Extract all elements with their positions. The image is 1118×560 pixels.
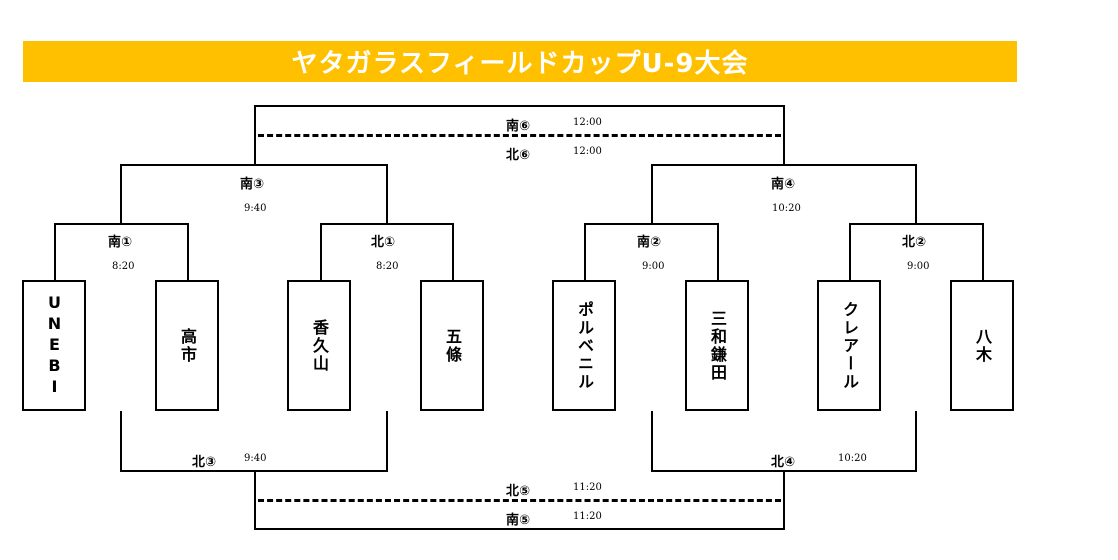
team-box: 高市 [155,280,219,411]
team-box: 三和鎌田 [685,280,749,411]
bracket-line [254,105,785,107]
bracket-line [120,411,122,471]
bracket-line [783,471,785,529]
bracket-line [651,411,653,471]
bracket-line [120,164,388,166]
match-time: 10:20 [772,203,801,214]
match-time: 11:20 [573,511,602,522]
bracket-line [915,411,917,471]
bracket-line [254,106,256,165]
match-label: 南② [637,235,662,250]
match-label: 南⑥ [506,119,531,134]
bracket-line [254,528,785,530]
bracket-line [187,224,189,280]
match-label: 北④ [771,455,796,470]
match-label: 北① [371,235,396,250]
match-time: 12:00 [573,146,602,157]
bracket-line [915,165,917,224]
match-time: 8:20 [112,261,135,272]
bracket-line [849,223,984,225]
match-label: 南⑤ [506,513,531,528]
bracket-line [120,165,122,224]
match-label: 北⑤ [506,484,531,499]
bracket-line [584,224,586,280]
team-name: UNEBI [45,293,64,398]
bracket-line [320,223,454,225]
bracket-line [584,223,719,225]
bracket-line [254,471,256,529]
match-time: 11:20 [573,482,602,493]
match-label: 北② [902,235,927,250]
title-banner: ヤタガラスフィールドカップU-9大会 [23,41,1017,82]
team-box: 八木 [950,280,1014,411]
match-label: 南③ [240,177,265,192]
team-box: UNEBI [22,280,86,411]
team-name: 三和鎌田 [708,309,727,382]
bracket-line [54,224,56,280]
match-time: 10:20 [838,453,867,464]
match-label: 南① [108,235,133,250]
bracket-line [849,224,851,280]
match-time: 9:00 [642,261,665,272]
team-name: 香久山 [310,318,329,373]
dashed-divider [258,134,781,137]
team-name: 八木 [973,327,992,364]
match-time: 8:20 [376,261,399,272]
match-time: 9:00 [907,261,930,272]
team-box: ポルベニル [552,280,616,411]
page-title: ヤタガラスフィールドカップU-9大会 [291,49,749,79]
bracket-line [651,164,917,166]
team-name: 高市 [178,327,197,364]
bracket-line [320,224,322,280]
bracket-line [982,224,984,280]
match-time: 9:40 [244,203,267,214]
match-label: 北③ [192,455,217,470]
dashed-divider [258,499,781,502]
team-name: 五條 [443,327,462,364]
team-box: 香久山 [287,280,351,411]
match-time: 9:40 [244,453,267,464]
team-name: ポルベニル [575,300,594,391]
bracket-line [651,165,653,224]
team-name: クレアール [840,300,859,391]
match-time: 12:00 [573,117,602,128]
bracket-line [783,106,785,165]
match-label: 南④ [771,177,796,192]
bracket-line [452,224,454,280]
team-box: 五條 [420,280,484,411]
team-box: クレアール [817,280,881,411]
bracket-line [386,411,388,471]
bracket-line [54,223,189,225]
match-label: 北⑥ [506,148,531,163]
bracket-line [386,165,388,224]
bracket-line [717,224,719,280]
